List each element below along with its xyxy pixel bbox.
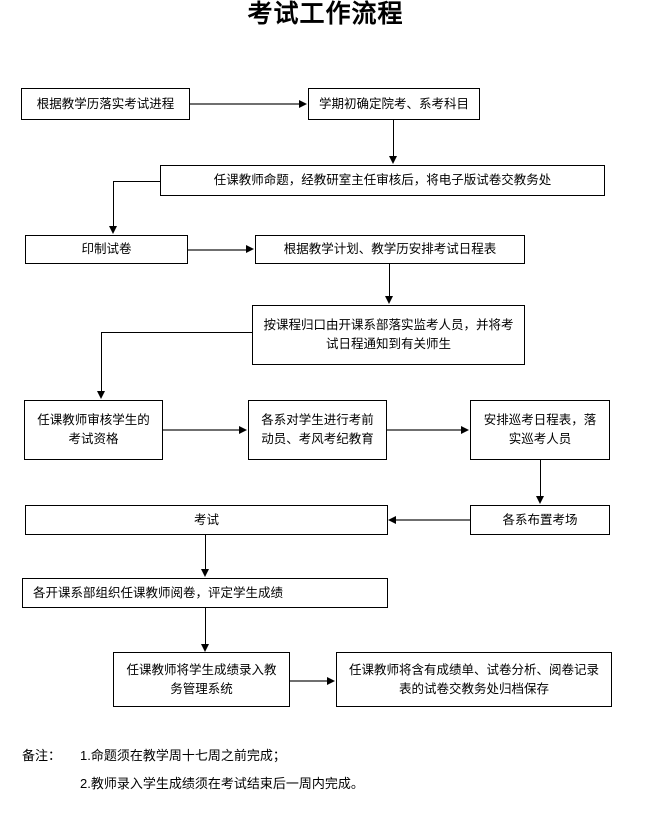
node-arrange-exam-timetable: 根据教学计划、教学历安排考试日程表 [255,235,525,264]
connector-n3-to-n4-horizontal [113,181,160,182]
node-teacher-sets-paper: 任课教师命题，经教研室主任审核后，将电子版试卷交教务处 [160,165,605,196]
connector-n6-to-n7-vertical [101,332,102,392]
notes-label: 备注： [22,748,62,763]
page-title: 考试工作流程 [247,1,404,28]
node-label: 各系对学生进行考前 动员、考风考纪教育 [261,413,374,446]
note-item: 1.命题须在教学周十七周之前完成； [80,748,286,763]
notes-list: 1.命题须在教学周十七周之前完成； 2.教师录入学生成绩须在考试结束后一周内完成… [80,742,622,798]
node-schedule-exam-progress: 根据教学历落实考试进程 [21,88,190,120]
connector-n6-to-n7-horizontal [101,332,252,333]
connector-n5-to-n6 [389,264,390,297]
notes-section: 备注： 1.命题须在教学周十七周之前完成； 2.教师录入学生成绩须在考试结束后一… [22,742,622,798]
node-label: 根据教学历落实考试进程 [36,96,175,111]
arrowhead-n2-to-n3 [388,156,397,164]
node-label: 任课教师命题，经教研室主任审核后，将电子版试卷交教务处 [213,173,552,187]
arrowhead-n8-to-n9 [461,425,469,434]
node-student-exam-mobilization: 各系对学生进行考前 动员、考风考纪教育 [248,400,387,460]
arrowhead-n4-to-n5 [246,245,254,253]
note-item: 2.教师录入学生成绩须在考试结束后一周内完成。 [80,776,364,791]
node-label: 根据教学计划、教学历安排考试日程表 [283,242,497,256]
arrowhead-n10-to-n11 [388,515,396,524]
node-print-papers: 印制试卷 [25,235,188,264]
connector-n7-to-n8 [163,429,240,431]
node-label: 各开课系部组织任课教师阅卷，评定学生成绩 [33,585,284,600]
connector-n9-to-n10 [540,460,541,497]
node-grading-and-scoring: 各开课系部组织任课教师阅卷，评定学生成绩 [22,578,388,608]
node-enter-grades-system: 任课教师将学生成绩录入教 务管理系统 [113,652,290,707]
node-arrange-patrol-schedule: 安排巡考日程表，落 实巡考人员 [470,400,610,460]
connector-n2-to-n3 [393,120,394,157]
node-label: 任课教师将学生成绩录入教 务管理系统 [126,662,277,696]
connector-n11-to-n12 [205,535,206,570]
node-label: 学期初确定院考、系考科目 [318,96,469,111]
node-verify-student-eligibility: 任课教师审核学生的 考试资格 [24,400,163,460]
node-label: 各系布置考场 [502,512,578,527]
arrowhead-n7-to-n8 [239,425,247,434]
node-exam: 考试 [25,505,388,535]
connector-n1-to-n2 [190,103,300,105]
connector-n13-to-n14 [290,680,328,682]
arrowhead-n13-to-n14 [327,676,335,685]
node-label: 任课教师审核学生的 考试资格 [37,413,150,446]
node-label: 考试 [193,512,219,527]
connector-n10-to-n11 [396,519,470,521]
connector-n8-to-n9 [387,429,462,431]
arrowhead-n9-to-n10 [535,496,544,504]
arrowhead-n5-to-n6 [384,296,393,304]
node-label: 任课教师将含有成绩单、试卷分析、阅卷记录 表的试卷交教务处归档保存 [348,662,599,696]
arrowhead-n3-to-n4 [108,226,117,234]
node-label: 印制试卷 [81,242,132,256]
connector-n12-to-n13 [205,608,206,645]
node-label: 按课程归口由开课系部落实监考人员，并将考 试日程通知到有关师生 [263,318,514,351]
node-archive-exam-papers: 任课教师将含有成绩单、试卷分析、阅卷记录 表的试卷交教务处归档保存 [336,652,612,707]
arrowhead-n11-to-n12 [200,569,209,577]
arrowhead-n12-to-n13 [200,644,209,652]
connector-n4-to-n5 [188,249,247,251]
node-label: 安排巡考日程表，落 实巡考人员 [483,413,597,446]
node-assign-invigilators: 按课程归口由开课系部落实监考人员，并将考 试日程通知到有关师生 [252,305,525,365]
connector-n3-to-n4-vertical [113,181,114,227]
arrowhead-n1-to-n2 [299,99,307,108]
node-prepare-exam-rooms: 各系布置考场 [470,505,610,535]
node-determine-exam-subjects: 学期初确定院考、系考科目 [308,88,480,120]
arrowhead-n6-to-n7 [96,391,105,399]
